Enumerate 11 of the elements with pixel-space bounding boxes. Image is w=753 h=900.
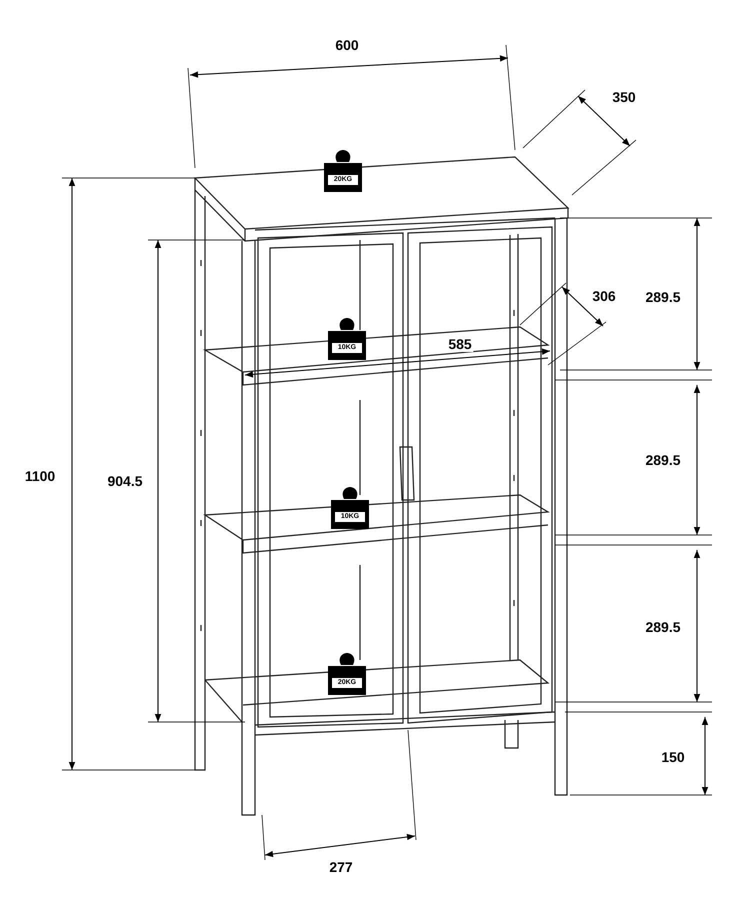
dimension-label: 289.5: [643, 452, 683, 468]
dimension-label: 289.5: [643, 289, 683, 305]
dimension-label: 289.5: [643, 619, 683, 635]
dimension-label: 150: [659, 749, 687, 765]
dimension-label: 306: [590, 288, 618, 304]
dimension-label: 585: [446, 336, 474, 352]
dimension-label: 1100: [22, 468, 58, 484]
dimension-label: 350: [610, 89, 638, 105]
dimension-label: 600: [333, 37, 361, 53]
dimension-label: 277: [327, 859, 355, 875]
dimension-label: 904.5: [105, 473, 145, 489]
